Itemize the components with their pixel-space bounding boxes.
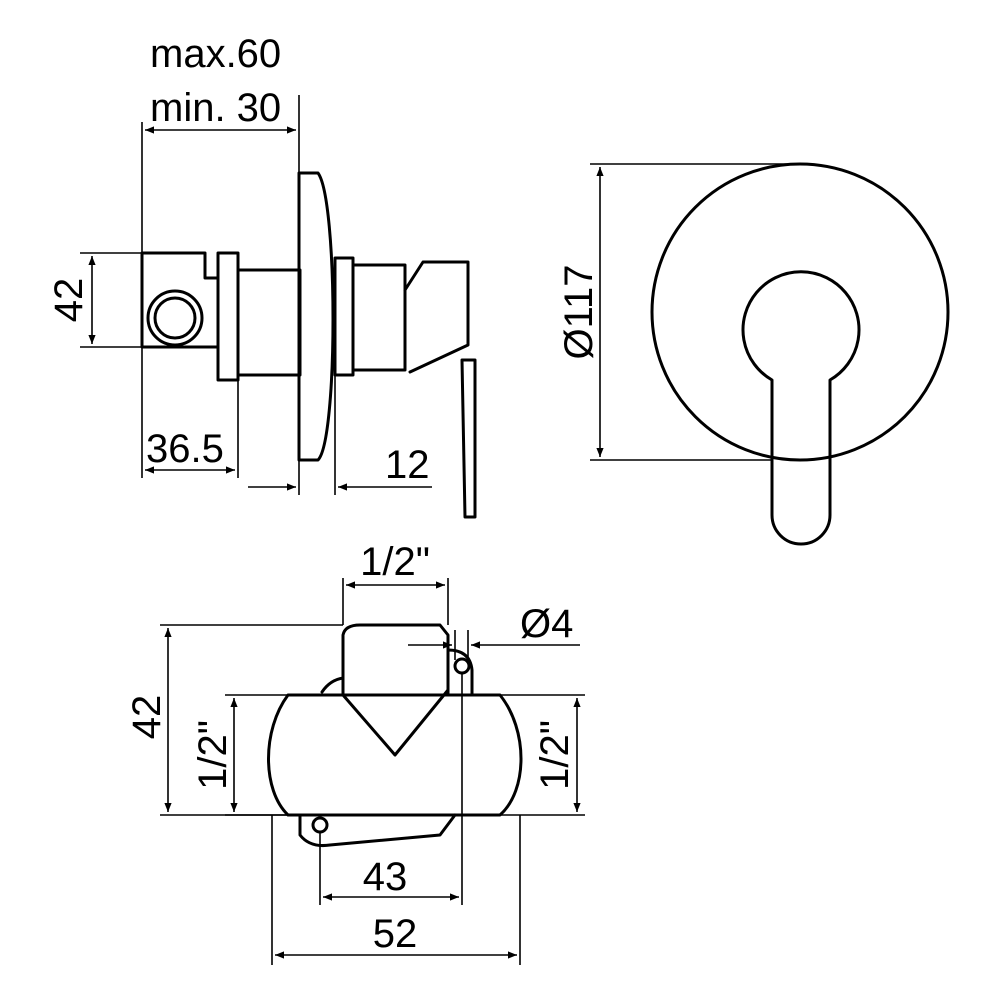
height-side-label: 42 xyxy=(47,278,91,323)
inlet-label: 1/2" xyxy=(360,540,430,584)
handle-lever xyxy=(460,358,477,519)
top-view: 1/2" Ø4 42 1/2" 1/2" 43 52 xyxy=(125,540,585,965)
body-width-label: 52 xyxy=(373,912,418,956)
valve-body xyxy=(236,268,302,377)
sleeve xyxy=(333,256,355,377)
side-view: max.60 min. 30 42 36.5 12 xyxy=(47,32,477,519)
mount-hole-top xyxy=(453,657,471,675)
handle-front xyxy=(741,270,861,546)
min-depth-label: min. 30 xyxy=(150,86,281,130)
mount-hole-bottom xyxy=(311,816,329,834)
handle-side xyxy=(403,260,470,374)
offset-label: 36.5 xyxy=(146,427,224,471)
max-depth-label: max.60 xyxy=(150,32,281,76)
left-port-label: 1/2" xyxy=(191,720,235,790)
diameter-label: Ø117 xyxy=(557,265,601,360)
cartridge-cover xyxy=(351,263,407,372)
front-view: Ø117 xyxy=(557,162,950,546)
cover-plate xyxy=(650,162,950,462)
height-body-label: 42 xyxy=(125,695,169,740)
union-outer-ring xyxy=(146,289,204,347)
hole-diameter-label: Ø4 xyxy=(520,602,573,646)
hole-spacing-label: 43 xyxy=(363,855,408,899)
union-inner-ring xyxy=(153,296,197,340)
mount-ear-bottom xyxy=(298,813,457,847)
plate-label: 12 xyxy=(385,443,430,487)
wall-plate xyxy=(297,171,335,462)
body-edge-curve xyxy=(320,676,345,694)
right-port-label: 1/2" xyxy=(533,720,577,790)
body-flange xyxy=(216,251,240,382)
